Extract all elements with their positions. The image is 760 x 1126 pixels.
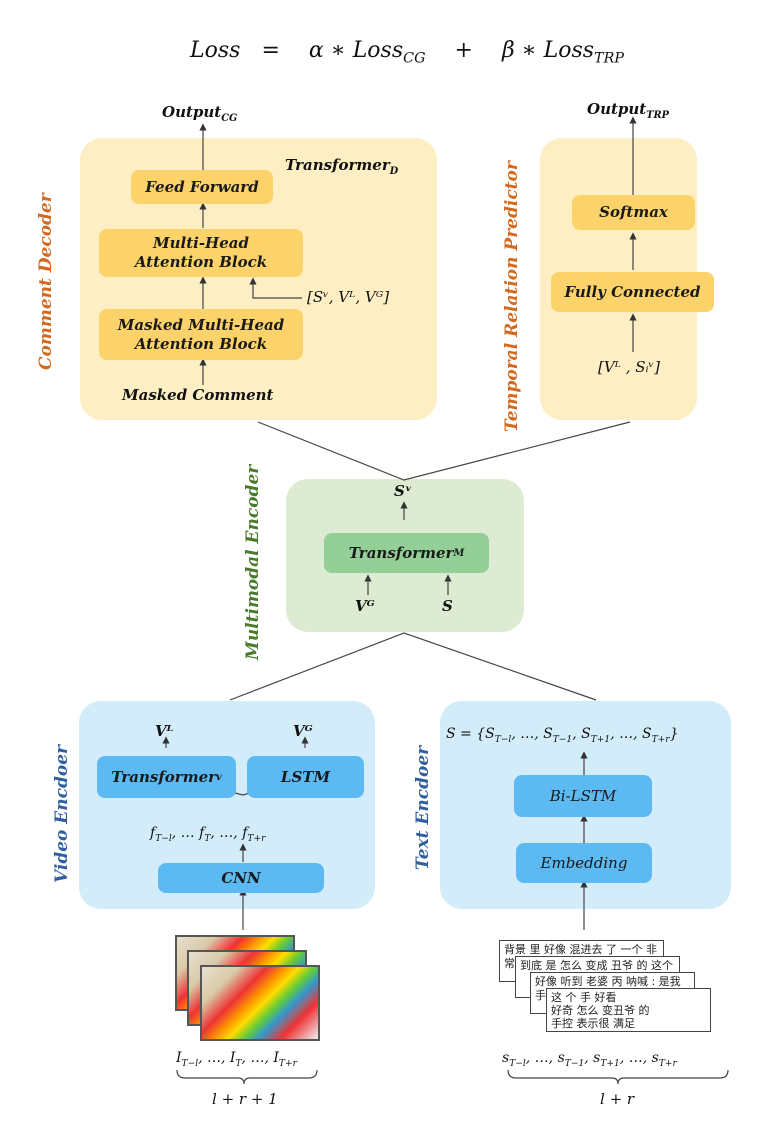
transformer-m-base: Transformer [348,543,454,562]
masked-multi-head-attention-block: Masked Multi-Head Attention Block [99,309,303,360]
video-frame-3 [200,965,320,1041]
mha-line1: Multi-Head [153,234,249,252]
vg-input: Vᴳ [355,597,375,615]
transformer-v-sub: v [216,771,222,783]
multi-head-attention-block: Multi-Head Attention Block [99,229,303,277]
text-encoder-label: Text Encdoer [413,745,433,870]
multiply-op: ∗ [330,38,346,63]
vl-output: Vᴸ [155,722,174,740]
transformer-m-sub: M [453,547,465,559]
lines-encoders-to-multimodal [229,632,597,701]
loss-trp-sub: TRP [594,50,624,67]
frame-features: fT−l, … fT, …, fT+r [150,825,266,844]
transformer-v-base: Transformer [111,767,217,786]
multiply-op-2: ∗ [521,38,537,63]
output-trp: OutputTRP [587,100,669,121]
loss-equation: Loss = α ∗ LossCG + β ∗ LossTRP [190,38,624,66]
output-trp-sub: TRP [646,110,669,121]
transformer-d-sub: D [389,166,399,177]
loss-lhs: Loss [190,38,241,63]
lines-multimodal-to-heads [257,421,631,481]
fully-connected-block: Fully Connected [551,272,714,312]
loss-cg: LossCG [352,38,426,67]
frames-count-label: l + r + 1 [212,1090,278,1108]
alpha: α [308,38,324,63]
mha-line2: Attention Block [134,253,268,271]
output-cg-base: Output [162,103,222,121]
loss-cg-base: Loss [352,38,404,63]
loss-equals: = [261,38,280,63]
transformer-d-base: Transformer [285,156,390,174]
comment-card-4: 这 个 手 好看 好奇 怎么 变丑爷 的 手控 表示很 满足 [546,988,711,1032]
trp-label: Temporal Relation Predictor [502,161,522,432]
softmax-block: Softmax [572,195,695,230]
loss-trp: LossTRP [543,38,624,67]
masked-comment-label: Masked Comment [122,386,274,404]
plus-op: + [454,38,473,63]
comment-decoder-label: Comment Decoder [36,193,56,370]
embedding-block: Embedding [516,843,652,883]
cnn-block: CNN [158,863,324,893]
video-encoder-label: Video Encdoer [52,745,72,883]
sentences-label: sT−l, …, sT−1, sT+1, …, sT+r [502,1050,677,1069]
transformer-d: TransformerD [285,156,398,177]
beta: β [501,38,515,63]
vg-output: Vᴳ [293,722,313,740]
sv-output: Sᵛ [394,482,413,500]
s-input: S [442,597,453,615]
loss-trp-base: Loss [543,38,595,63]
feed-forward-block: Feed Forward [131,170,273,204]
masked-mha-line1: Masked Multi-Head [117,315,285,334]
masked-mha-line2: Attention Block [134,334,268,353]
sentence-embeddings: S = {ST−l, …, ST−1, ST+1, …, ST+r} [446,726,679,745]
output-trp-base: Output [587,100,647,118]
sentences-count-label: l + r [600,1090,635,1108]
context-input: [Sᵛ, Vᴸ, Vᴳ] [307,288,390,306]
bilstm-block: Bi-LSTM [514,775,652,817]
output-cg-sub: CG [221,113,238,124]
lstm-block: LSTM [247,756,364,798]
loss-cg-sub: CG [403,50,426,67]
multimodal-encoder-label: Multimodal Encoder [243,464,263,660]
frames-label: IT−l, …, IT, …, IT+r [176,1050,297,1069]
arrow-context-to-mha [249,277,302,299]
brace-frames [176,1069,318,1085]
brace-sentences [507,1069,729,1085]
output-cg: OutputCG [162,103,237,124]
trp-input: [Vᴸ , Sᵢᵛ] [598,358,660,376]
